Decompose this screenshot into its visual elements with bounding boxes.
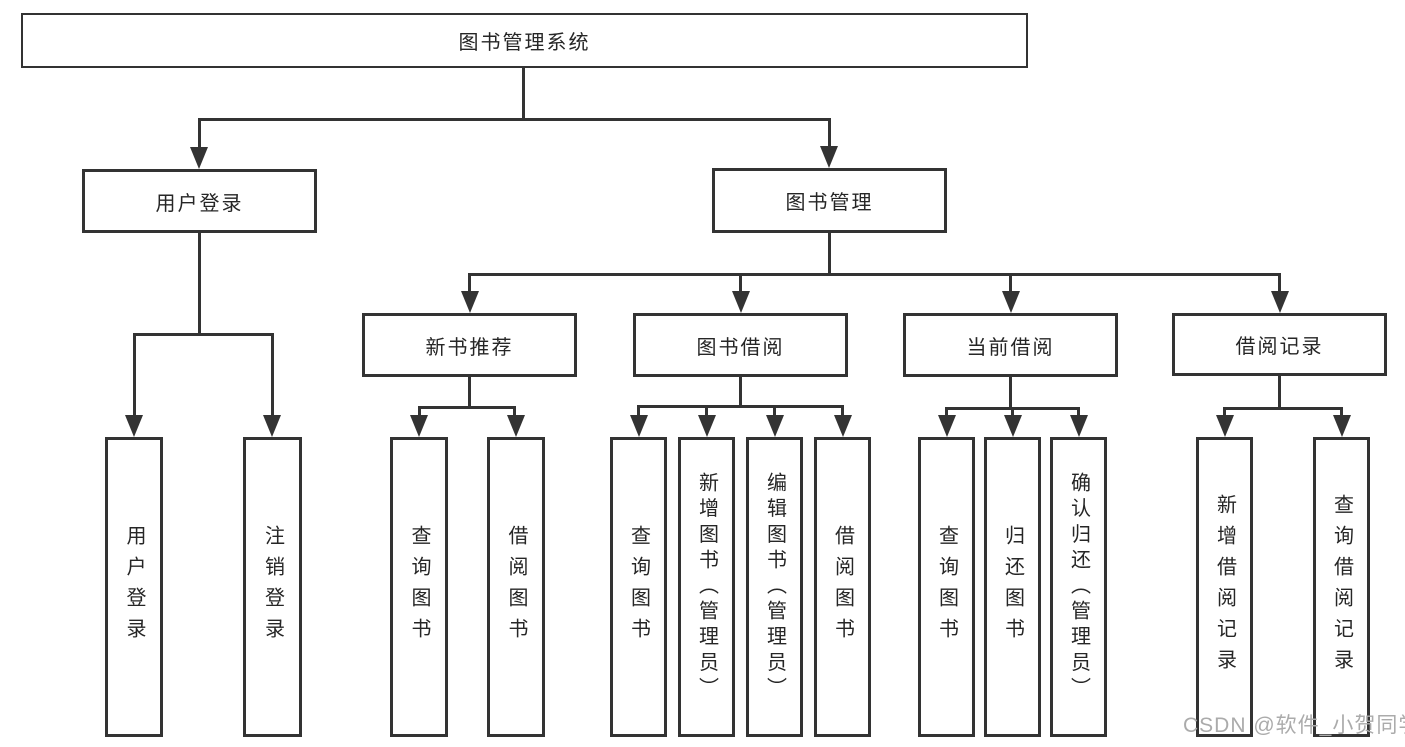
leaf-logout: 注销登录 xyxy=(243,437,302,737)
arrow-bb-leaf1 xyxy=(630,415,648,437)
arrow-bb-leaf4 xyxy=(834,415,852,437)
leaf-borrow-query-book: 查询图书 xyxy=(610,437,667,737)
connector-rc-leaf1 xyxy=(1223,407,1226,419)
arrow-leaf-login xyxy=(125,415,143,437)
node-new-book-recommend: 新书推荐 xyxy=(362,313,577,377)
leaf-borrow-add-book-admin: 新增图书（管理员） xyxy=(678,437,735,737)
node-book-borrow: 图书借阅 xyxy=(633,313,848,377)
leaf-label: 查询图书 xyxy=(408,525,430,649)
arrow-nb-leaf2 xyxy=(507,415,525,437)
connector-root-stub xyxy=(522,68,525,118)
connector-to-current-borrow xyxy=(1009,273,1012,295)
leaf-label: 借阅图书 xyxy=(505,525,527,649)
connector-current-stub xyxy=(1009,377,1012,407)
leaf-label: 借阅图书 xyxy=(831,525,854,649)
connector-new-book-stub xyxy=(468,377,471,406)
node-borrow-record: 借阅记录 xyxy=(1172,313,1387,376)
connector-book-borrow-stub xyxy=(739,377,742,405)
leaf-label: 确认归还（管理员） xyxy=(1067,471,1090,703)
arrow-leaf-logout xyxy=(263,415,281,437)
connector-bb-leaf2 xyxy=(705,405,708,419)
connector-to-user-login xyxy=(198,118,201,151)
connector-rc-leaf2 xyxy=(1340,407,1343,419)
connector-to-borrow-record xyxy=(1278,273,1281,295)
leaf-user-login: 用户登录 xyxy=(105,437,163,737)
arrow-rc-leaf2 xyxy=(1333,415,1351,437)
connector-to-leaf-logout xyxy=(271,333,274,419)
connector-nb-leaf2 xyxy=(513,406,516,419)
connector-cb-leaf3 xyxy=(1077,407,1080,419)
connector-nb-leaf1 xyxy=(418,406,421,419)
arrow-cb-leaf3 xyxy=(1070,415,1088,437)
connector-cb-leaf1 xyxy=(945,407,948,419)
arrow-current-borrow xyxy=(1002,291,1020,313)
leaf-label: 注销登录 xyxy=(261,525,284,649)
arrow-cb-leaf2 xyxy=(1004,415,1022,437)
leaf-current-query-book: 查询图书 xyxy=(918,437,975,737)
connector-book-borrow-split xyxy=(637,405,844,408)
leaf-current-confirm-return-admin: 确认归还（管理员） xyxy=(1050,437,1107,737)
connector-to-leaf-login xyxy=(133,333,136,419)
arrow-borrow-record xyxy=(1271,291,1289,313)
node-user-login: 用户登录 xyxy=(82,169,317,233)
connector-bb-leaf3 xyxy=(773,405,776,419)
node-book-management: 图书管理 xyxy=(712,168,947,233)
connector-record-split xyxy=(1223,407,1343,410)
leaf-borrow-edit-book-admin: 编辑图书（管理员） xyxy=(746,437,803,737)
leaf-label: 编辑图书（管理员） xyxy=(763,471,786,703)
arrow-new-book xyxy=(461,291,479,313)
arrow-book-borrow xyxy=(732,291,750,313)
node-current-borrow: 当前借阅 xyxy=(903,313,1118,377)
leaf-newbook-borrow-book: 借阅图书 xyxy=(487,437,545,737)
connector-level2-split xyxy=(468,273,1281,276)
connector-cb-leaf2 xyxy=(1011,407,1014,419)
leaf-record-query-record: 查询借阅记录 xyxy=(1313,437,1370,737)
leaf-borrow-borrow-book: 借阅图书 xyxy=(814,437,871,737)
arrow-book-management xyxy=(820,146,838,168)
connector-new-book-split xyxy=(418,406,516,409)
watermark: CSDN @软件_小贺同学 xyxy=(1183,714,1405,737)
connector-to-book-management xyxy=(828,118,831,150)
arrow-rc-leaf1 xyxy=(1216,415,1234,437)
arrow-bb-leaf3 xyxy=(766,415,784,437)
arrow-bb-leaf2 xyxy=(698,415,716,437)
connector-record-stub xyxy=(1278,376,1281,407)
connector-bb-leaf1 xyxy=(637,405,640,419)
leaf-newbook-query-book: 查询图书 xyxy=(390,437,448,737)
leaf-label: 新增借阅记录 xyxy=(1213,494,1236,680)
connector-to-book-borrow xyxy=(739,273,742,295)
leaf-label: 查询借阅记录 xyxy=(1330,494,1353,680)
leaf-label: 查询图书 xyxy=(627,525,650,649)
connector-book-management-stub xyxy=(828,233,831,273)
leaf-label: 用户登录 xyxy=(123,525,145,649)
connector-level1-split xyxy=(198,118,831,121)
arrow-user-login xyxy=(190,147,208,169)
connector-user-login-split xyxy=(133,333,272,336)
leaf-current-return-book: 归还图书 xyxy=(984,437,1041,737)
node-root: 图书管理系统 xyxy=(21,13,1028,68)
leaf-label: 查询图书 xyxy=(935,525,958,649)
connector-user-login-stub xyxy=(198,233,201,333)
connector-to-new-book xyxy=(468,273,471,295)
arrow-cb-leaf1 xyxy=(938,415,956,437)
leaf-label: 归还图书 xyxy=(1001,525,1024,649)
leaf-record-add-record: 新增借阅记录 xyxy=(1196,437,1253,737)
leaf-label: 新增图书（管理员） xyxy=(695,471,718,703)
connector-bb-leaf4 xyxy=(841,405,844,419)
arrow-nb-leaf1 xyxy=(410,415,428,437)
